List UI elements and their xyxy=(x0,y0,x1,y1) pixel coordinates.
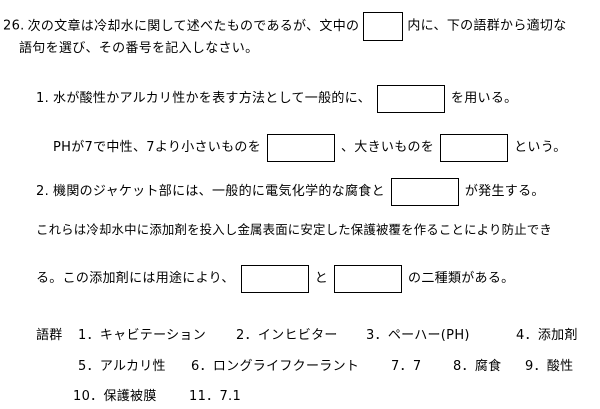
vocab-item: 9．酸性 xyxy=(525,359,574,374)
answer-blank-6[interactable] xyxy=(334,265,403,293)
vocab-item: 7．7 xyxy=(391,359,422,374)
vocabulary-label: 語群 xyxy=(36,328,63,343)
vocab-item: 8．腐食 xyxy=(453,359,502,374)
vocabulary-row-1: 1．キャビテーション 2．インヒビター 3．ペーハー(PH) 4．添加剤 xyxy=(78,328,588,345)
item1-suffix: を用いる。 xyxy=(450,91,518,106)
item2-line3: る。この添加剤には用途により、 と の二種類がある。 xyxy=(36,265,514,293)
vocab-item: 6．ロングライフクーラント xyxy=(191,359,360,374)
answer-blank-5[interactable] xyxy=(240,265,309,293)
vocab-item: 1．キャビテーション xyxy=(78,328,207,343)
vocab-item: 2．インヒビター xyxy=(236,328,338,343)
vocab-item: 3．ペーハー(PH) xyxy=(366,328,470,343)
item1-line2-part2: 、大きいものを xyxy=(341,140,435,155)
item1-line2-part1: PHが7で中性、7より小さいものを xyxy=(53,140,261,155)
item2-line3-part1: る。この添加剤には用途により、 xyxy=(36,271,235,286)
item1-line1: 1.水が酸性かアルカリ性かを表す方法として一般的に、 を用いる。 xyxy=(36,85,517,113)
item1-text: 水が酸性かアルカリ性かを表す方法として一般的に、 xyxy=(53,91,371,106)
answer-blank-example[interactable] xyxy=(363,12,404,41)
item2-line3-suffix: の二種類がある。 xyxy=(408,271,515,286)
answer-blank-4[interactable] xyxy=(390,178,459,206)
answer-blank-1[interactable] xyxy=(376,85,445,113)
item2-line1: 2.機関のジャケット部には、一般的に電気化学的な腐食と が発生する。 xyxy=(36,178,545,206)
vocab-item: 11．7.1 xyxy=(189,389,242,404)
vocab-item: 4．添加剤 xyxy=(516,328,578,343)
answer-blank-2[interactable] xyxy=(267,134,335,162)
item2-text: 機関のジャケット部には、一般的に電気化学的な腐食と xyxy=(53,184,385,199)
item1-line2-part3: という。 xyxy=(514,140,567,155)
vocab-item: 5．アルカリ性 xyxy=(78,359,166,374)
question-stem-line1: 26.次の文章は冷却水に関して述べたものであるが、文中の 内に、下の語群から適切な xyxy=(3,12,567,41)
stem-text-part2: 内に、下の語群から適切な xyxy=(407,18,567,34)
question-number: 26. xyxy=(3,18,25,34)
vocab-item: 10．保護被膜 xyxy=(73,389,157,404)
question-stem-line2: 語句を選び、その番号を記入しなさい。 xyxy=(19,41,259,56)
item1-number: 1. xyxy=(36,91,50,106)
item2-number: 2. xyxy=(36,184,50,199)
vocabulary-row-2: 5．アルカリ性 6．ロングライフクーラント 7．7 8．腐食 9．酸性 xyxy=(78,359,588,376)
item2-line3-conj: と xyxy=(314,271,329,286)
answer-blank-3[interactable] xyxy=(440,134,509,162)
item1-line2: PHが7で中性、7より小さいものを 、大きいものを という。 xyxy=(53,134,567,162)
item2-suffix: が発生する。 xyxy=(464,184,545,199)
vocabulary-row-3: 10．保護被膜 11．7.1 xyxy=(73,389,373,406)
stem-text-part1: 次の文章は冷却水に関して述べたものであるが、文中の xyxy=(27,18,360,34)
item2-line2: これらは冷却水中に添加剤を投入し金属表面に安定した保護被覆を作ることにより防止で… xyxy=(36,222,552,237)
